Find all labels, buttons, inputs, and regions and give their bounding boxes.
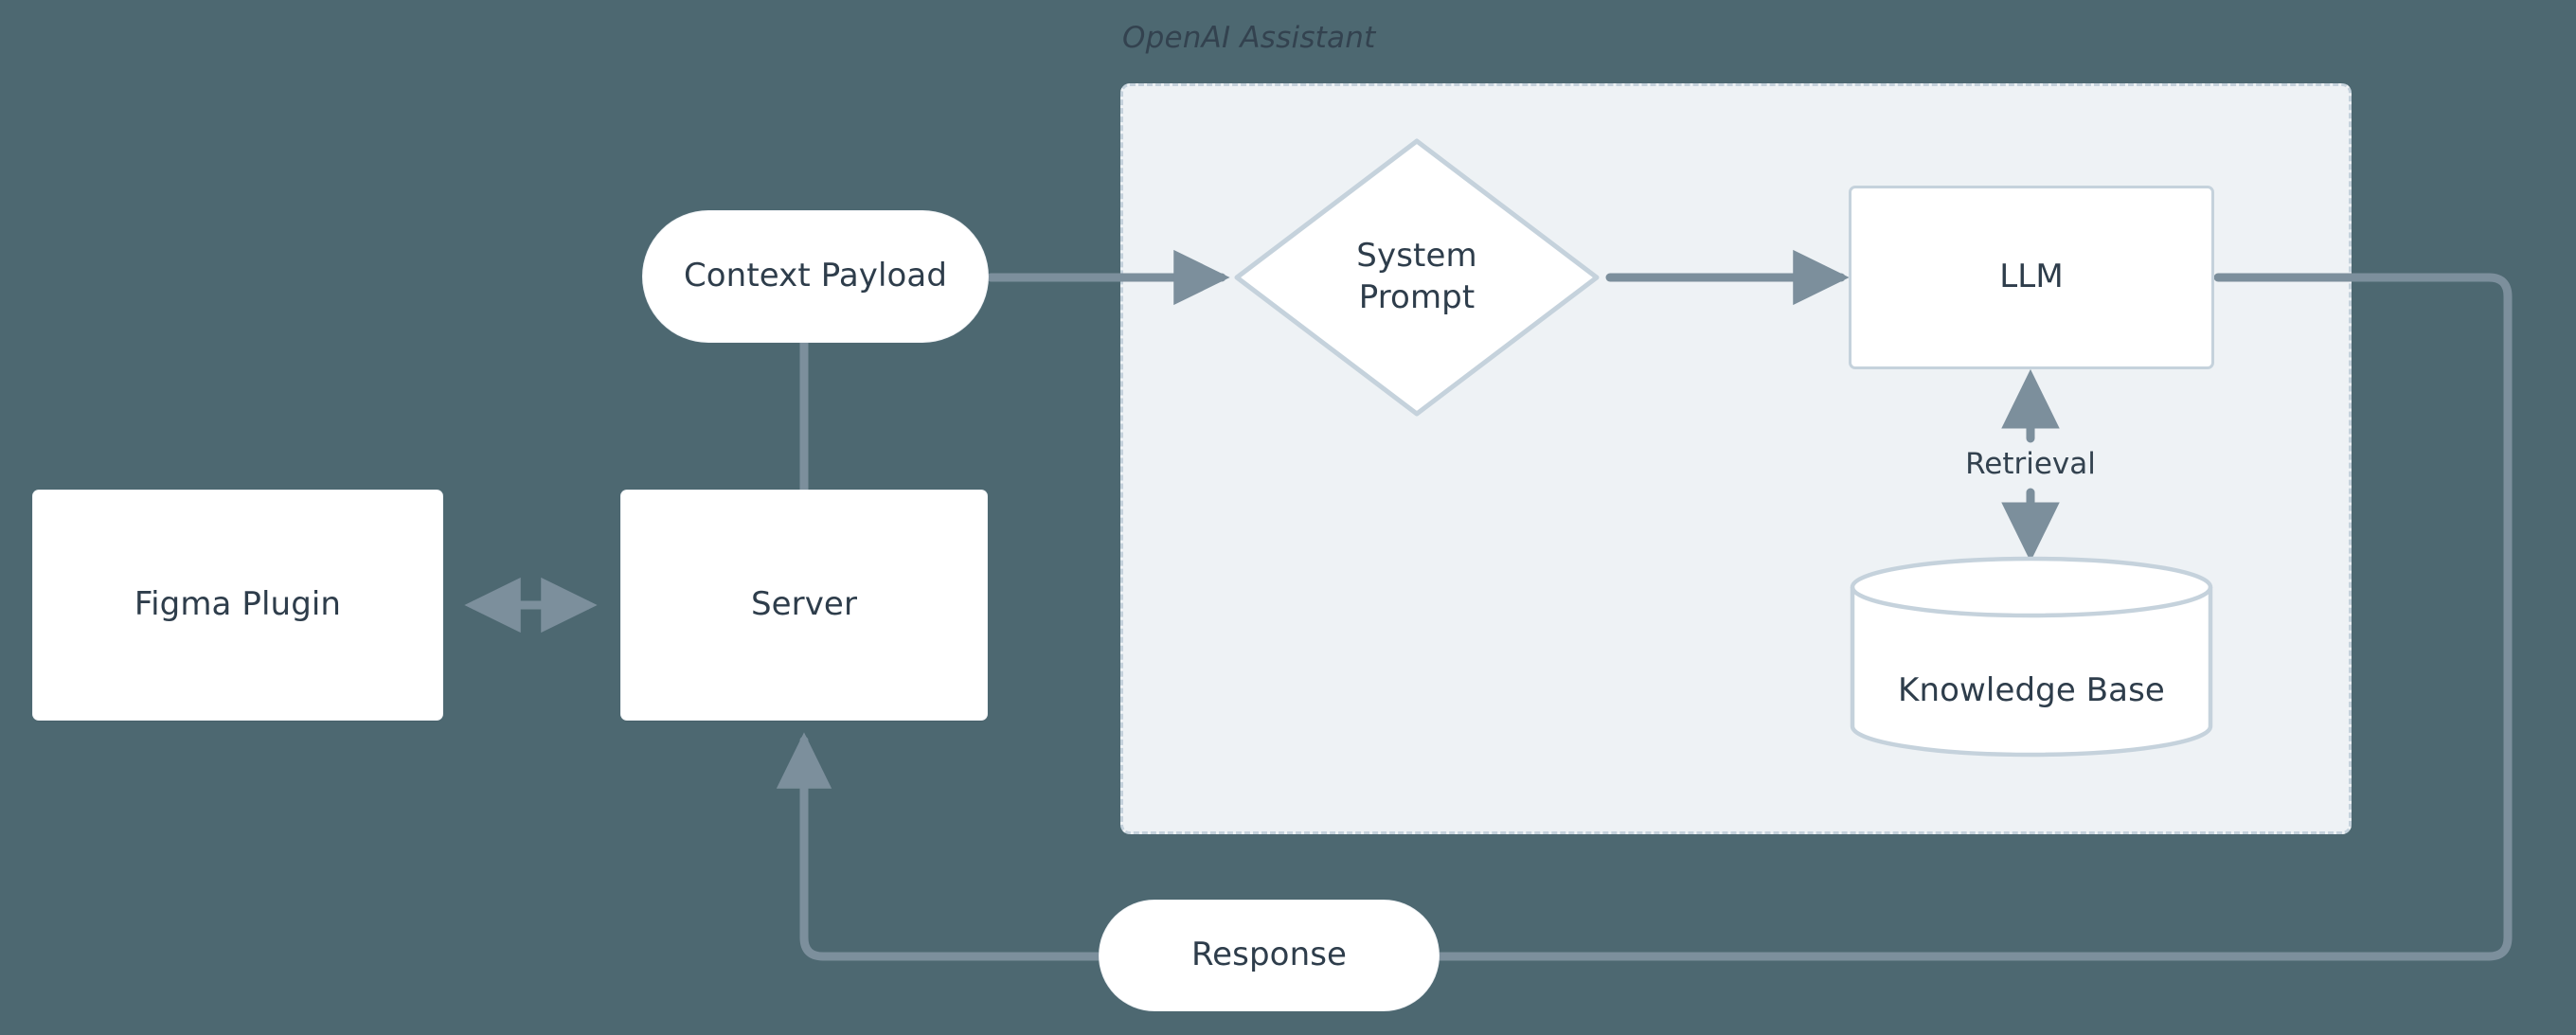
node-knowledge-base-label: Knowledge Base [1898,671,2165,710]
node-context-payload-label: Context Payload [683,257,948,295]
node-system-prompt-label-line1: System [1356,237,1477,276]
node-response[interactable]: Response [1099,900,1440,1011]
edge-label-retrieval: Retrieval [1965,447,2096,481]
diamond-shape-icon [1234,138,1600,417]
node-figma-plugin[interactable]: Figma Plugin [32,490,443,721]
cylinder-shape-icon [1850,556,2213,758]
node-llm-label: LLM [1999,258,2064,296]
node-server[interactable]: Server [620,490,988,721]
node-figma-plugin-label: Figma Plugin [134,585,342,624]
edge-response-server [776,732,1111,961]
node-knowledge-base[interactable]: Knowledge Base [1850,556,2213,758]
node-server-label: Server [750,585,858,624]
node-context-payload[interactable]: Context Payload [642,210,989,343]
node-system-prompt-label: System Prompt [1356,236,1476,318]
node-system-prompt[interactable]: System Prompt [1234,138,1600,417]
node-llm[interactable]: LLM [1849,186,2214,369]
node-response-label: Response [1190,936,1348,974]
node-system-prompt-label-line2: Prompt [1358,278,1476,316]
subgraph-title: OpenAI Assistant [1122,21,1376,55]
